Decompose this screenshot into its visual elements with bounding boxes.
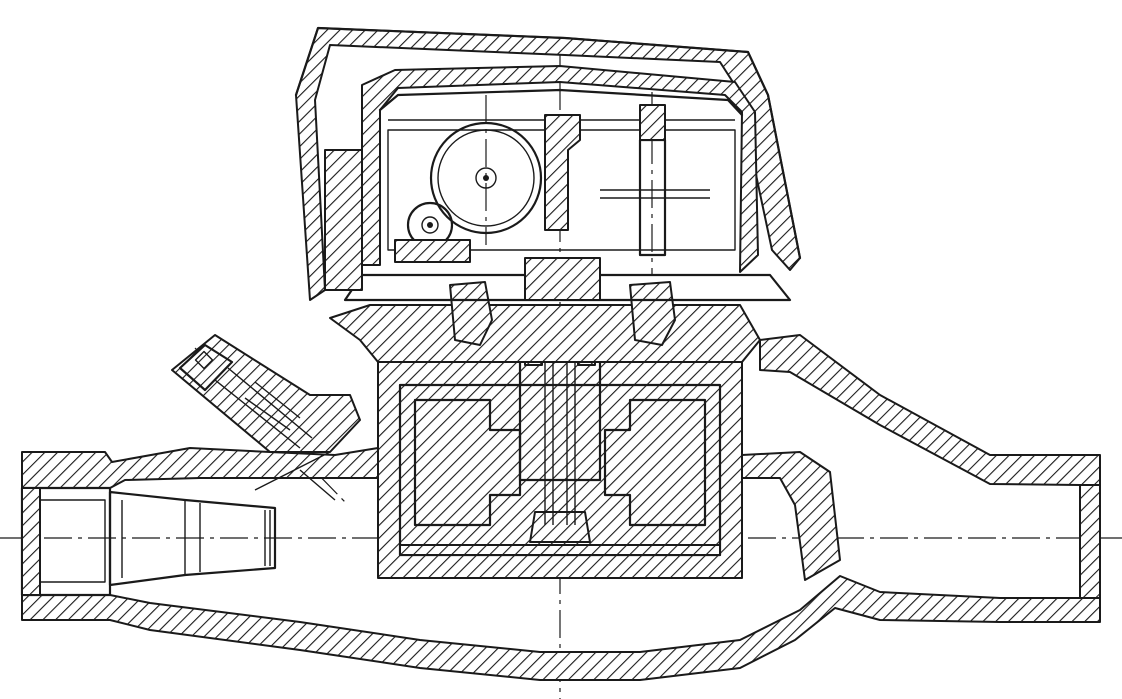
spindle-crossbar: [600, 189, 710, 199]
inlet-stub-inner: [121, 500, 201, 578]
gear-train: [394, 114, 601, 301]
strainer-boss-body: [171, 334, 361, 453]
register-glass: [378, 88, 744, 117]
strainer-plug: [178, 343, 234, 392]
inlet-assembly: [20, 486, 277, 597]
seat-ring: [343, 273, 792, 302]
strainer-boss: [171, 334, 361, 501]
chamber-bearing: [529, 511, 591, 543]
large-gear-hub: [475, 167, 497, 189]
small-gear-hub: [421, 216, 439, 234]
outlet-sleeve: [1079, 484, 1101, 599]
body-lower-wall: [21, 575, 1101, 681]
chamber-bottom: [399, 544, 721, 556]
seat-casting: [329, 304, 761, 363]
shaft-lines: [544, 330, 576, 525]
seat-left-boss: [449, 281, 493, 346]
register-seat: [329, 273, 792, 363]
spindle-top: [639, 104, 666, 141]
pointer-spindle: [600, 104, 710, 257]
inlet-nut-inner: [40, 499, 106, 583]
measuring-chamber: [377, 361, 743, 579]
drive-coupling: [524, 257, 601, 301]
inlet-thread: [264, 510, 271, 566]
strainer-outlet-lines: [254, 451, 336, 501]
cover-lid-outline: [294, 26, 802, 260]
register-left-wall: [324, 149, 363, 291]
large-gear-pin: [483, 175, 489, 181]
gear-support-bracket: [394, 239, 471, 263]
center-drive-post: [544, 114, 581, 231]
body-right-wall: [741, 451, 841, 581]
pipe-body: [21, 334, 1101, 681]
small-gear-pin: [427, 222, 433, 228]
strainer-insert: [214, 367, 313, 449]
chamber-left-vane: [413, 398, 522, 527]
seat-right-boss: [629, 281, 676, 346]
large-gear-rim: [437, 129, 535, 227]
chamber-right-vane: [603, 398, 707, 527]
strainer-plug-square: [194, 350, 214, 370]
inlet-nut-wall: [21, 487, 41, 596]
register-shell: [361, 65, 759, 273]
register-housing: [294, 26, 802, 301]
large-gear: [429, 121, 543, 235]
